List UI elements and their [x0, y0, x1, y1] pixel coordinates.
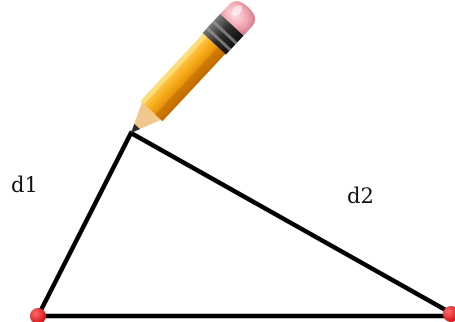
focus-point-left	[30, 308, 46, 322]
string-segment-d2	[131, 133, 451, 313]
string-segment-d1	[38, 133, 131, 316]
label-d1: d1	[11, 175, 38, 196]
pencil-icon	[119, 0, 260, 144]
label-d2: d2	[347, 186, 374, 207]
triangle	[38, 133, 451, 316]
